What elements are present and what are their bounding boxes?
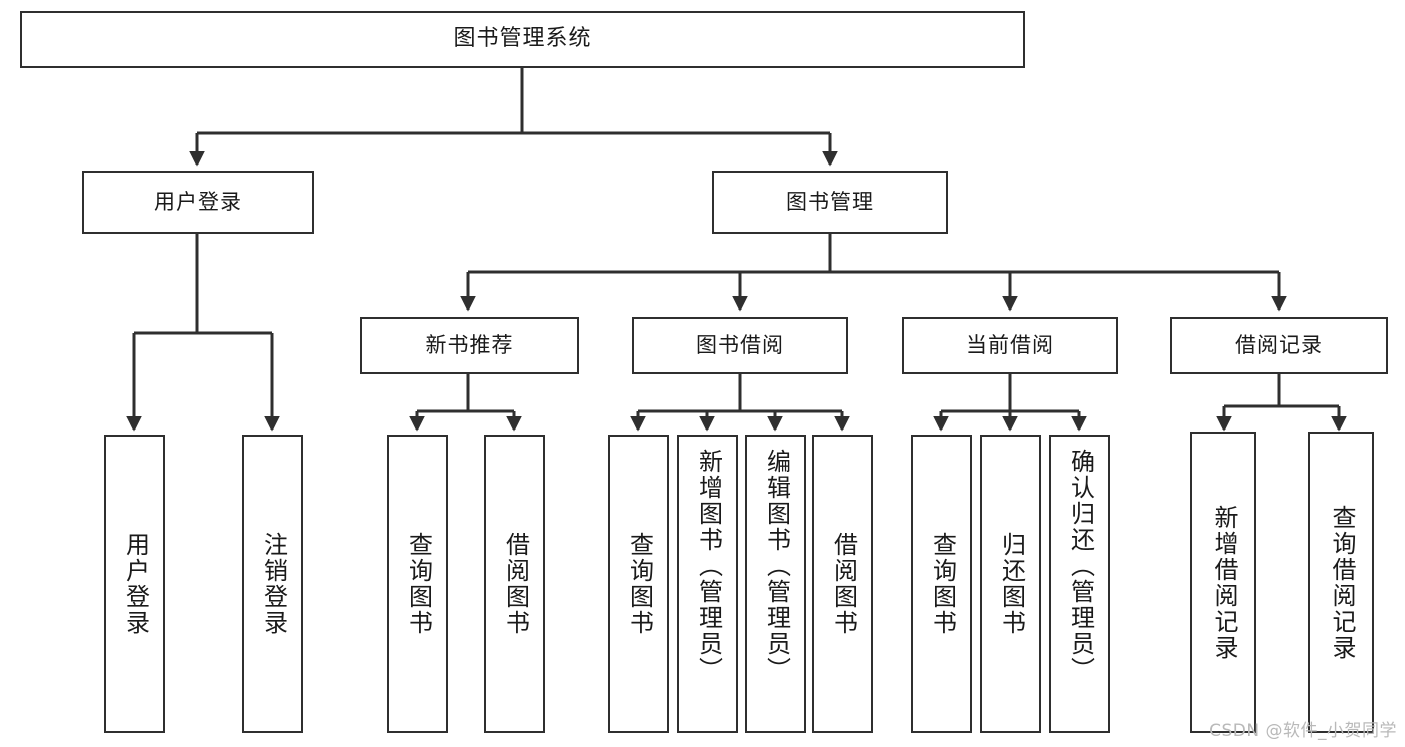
node-label: 借阅图书 [829, 532, 858, 636]
leaf-query-record[interactable]: 查询借阅记录 [1308, 432, 1374, 733]
node-label: 用户登录 [121, 532, 150, 636]
node-label: 确认归还（管理员） [1066, 449, 1095, 683]
node-book-borrow[interactable]: 图书借阅 [632, 317, 848, 374]
node-label: 编辑图书（管理员） [762, 449, 791, 683]
watermark-text: CSDN @软件_小贺同学 [1209, 721, 1397, 741]
node-label: 查询图书 [625, 532, 654, 636]
node-label: 借阅记录 [1235, 332, 1323, 357]
leaf-query-book-1[interactable]: 查询图书 [387, 435, 448, 733]
node-label: 查询借阅记录 [1327, 504, 1356, 661]
node-book-manage[interactable]: 图书管理 [712, 171, 948, 234]
node-label: 归还图书 [997, 532, 1026, 636]
node-user-login[interactable]: 用户登录 [82, 171, 314, 234]
node-label: 当前借阅 [966, 332, 1054, 357]
leaf-confirm-return[interactable]: 确认归还（管理员） [1049, 435, 1110, 733]
node-label: 图书借阅 [696, 332, 784, 357]
node-borrow-record[interactable]: 借阅记录 [1170, 317, 1388, 374]
node-label: 新增图书（管理员） [694, 449, 723, 683]
node-label: 新书推荐 [425, 332, 514, 357]
leaf-borrow-book-1[interactable]: 借阅图书 [484, 435, 545, 733]
node-new-book-recommend[interactable]: 新书推荐 [360, 317, 579, 374]
leaf-borrow-book-2[interactable]: 借阅图书 [812, 435, 873, 733]
leaf-user-logout[interactable]: 注销登录 [242, 435, 303, 733]
leaf-add-record[interactable]: 新增借阅记录 [1190, 432, 1256, 733]
node-label: 查询图书 [928, 532, 957, 636]
node-label: 查询图书 [404, 532, 433, 636]
node-label: 图书管理系统 [453, 26, 592, 52]
leaf-edit-book[interactable]: 编辑图书（管理员） [745, 435, 806, 733]
node-label: 用户登录 [154, 189, 242, 214]
node-label: 借阅图书 [501, 532, 530, 636]
leaf-user-login[interactable]: 用户登录 [104, 435, 165, 733]
node-root-system[interactable]: 图书管理系统 [20, 11, 1025, 68]
leaf-query-book-2[interactable]: 查询图书 [608, 435, 669, 733]
leaf-return-book[interactable]: 归还图书 [980, 435, 1041, 733]
node-label: 图书管理 [786, 189, 874, 214]
leaf-add-book[interactable]: 新增图书（管理员） [677, 435, 738, 733]
leaf-query-book-3[interactable]: 查询图书 [911, 435, 972, 733]
node-label: 新增借阅记录 [1209, 504, 1238, 661]
node-label: 注销登录 [259, 532, 288, 636]
node-current-borrow[interactable]: 当前借阅 [902, 317, 1118, 374]
